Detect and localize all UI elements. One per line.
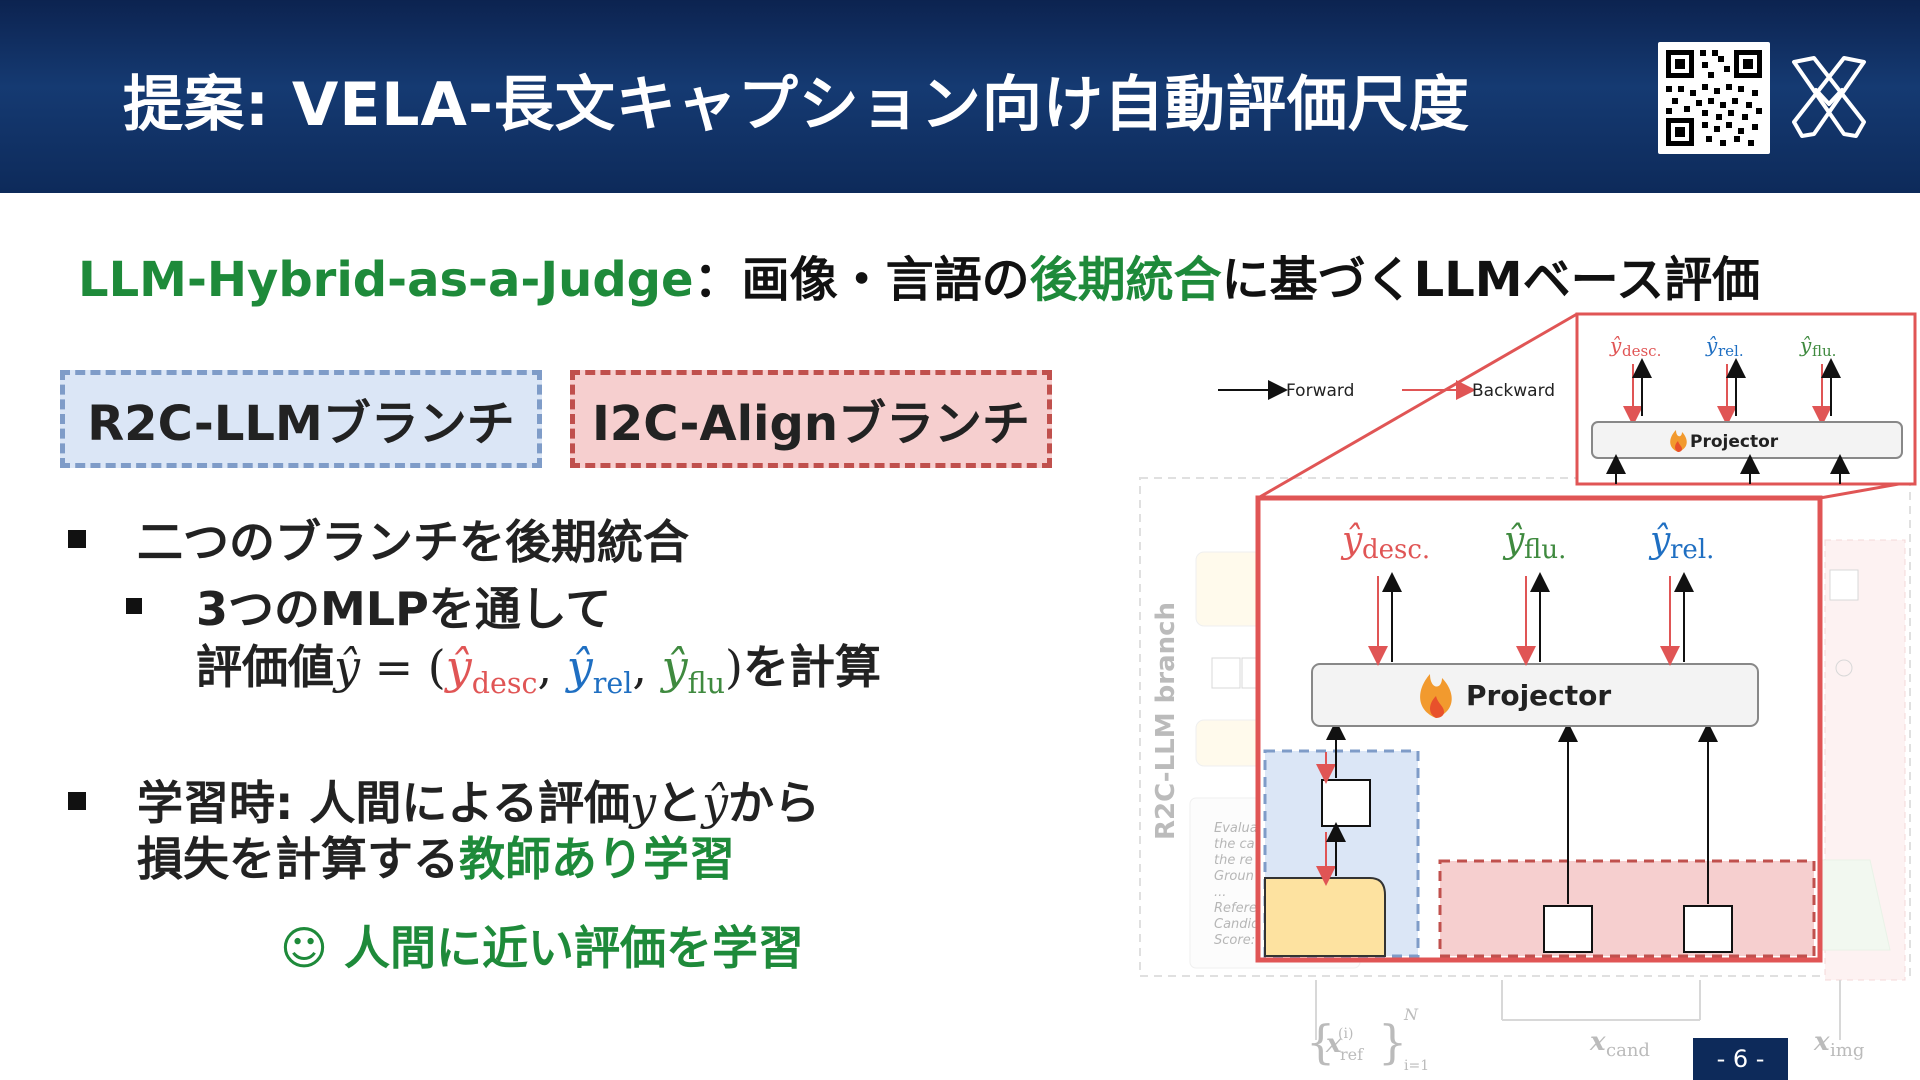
prompt-line: the re bbox=[1214, 853, 1253, 868]
x-ref-i: i=1 bbox=[1404, 1058, 1429, 1074]
x-img-sub: img bbox=[1830, 1040, 1864, 1061]
zoom-llm-block bbox=[1264, 877, 1386, 957]
bullet-training-line2: 損失を計算する教師あり学習 bbox=[137, 823, 735, 889]
qr-code-icon[interactable] bbox=[1658, 42, 1770, 154]
zoom-line bbox=[1257, 312, 1578, 500]
prompt-line: the ca bbox=[1214, 837, 1255, 852]
x-cand-sub: cand bbox=[1606, 1040, 1650, 1061]
method-name: LLM-Hybrid-as-a-Judge bbox=[78, 252, 694, 308]
y-flu-symbol: ŷ bbox=[1502, 520, 1525, 561]
i2c-align-branch-box: I2C-Alignブランチ bbox=[570, 370, 1052, 468]
i2c-align-branch-label: I2C-Alignブランチ bbox=[591, 396, 1031, 452]
training-and: と bbox=[656, 776, 703, 830]
prompt-line: Groun bbox=[1214, 869, 1254, 884]
conclusion-human-like: ☺ 人間に近い評価を学習 bbox=[280, 921, 804, 975]
training-loss-text: 損失を計算する bbox=[137, 832, 459, 886]
formula-sub-desc: desc bbox=[471, 667, 538, 701]
bullet-square-icon bbox=[126, 598, 142, 614]
formula-eq: = ( bbox=[360, 640, 446, 694]
x-ref-sub: ref bbox=[1340, 1045, 1364, 1064]
forward-label: Forward bbox=[1286, 381, 1354, 401]
zoom-i2c-region bbox=[1438, 859, 1816, 958]
formula-y-rel: ŷ bbox=[566, 640, 593, 694]
page-number: - 6 - bbox=[1693, 1038, 1788, 1080]
inset-y-flu-sub: flu. bbox=[1812, 342, 1836, 360]
bullet-training: 学習時: 人間による評価yとŷから bbox=[137, 767, 820, 833]
x-ref-brace-left: { bbox=[1306, 1015, 1335, 1069]
crossed-tools-logo-icon bbox=[1786, 52, 1872, 144]
x-ref-brace-right: } bbox=[1378, 1015, 1407, 1069]
x-ref-sup: (i) bbox=[1338, 1026, 1353, 1042]
zoom-align-box bbox=[1543, 905, 1593, 953]
training-yhat: ŷ bbox=[702, 776, 729, 830]
formula-sep: , bbox=[632, 640, 662, 694]
subtitle-colon: ：画像・言語の bbox=[693, 252, 1030, 308]
training-text: 学習時: 人間による評価 bbox=[137, 776, 631, 830]
y-rel-sub: rel. bbox=[1670, 535, 1714, 565]
bullet-late-fusion: 二つのブランチを後期統合 bbox=[137, 515, 689, 569]
formula-sub-rel: rel bbox=[592, 667, 633, 701]
formula-sep: , bbox=[537, 640, 567, 694]
training-y: y bbox=[630, 776, 657, 830]
y-flu-sub: flu. bbox=[1524, 535, 1566, 565]
zoom-mlp-box bbox=[1321, 779, 1371, 827]
formula-y-flu: ŷ bbox=[661, 640, 688, 694]
prompt-line: Refere bbox=[1214, 901, 1257, 916]
bg-mlp-box bbox=[1211, 657, 1241, 689]
inset-y-rel-symbol: ŷ bbox=[1705, 333, 1718, 357]
bullet-mlp: 3つのMLPを通して bbox=[196, 582, 612, 636]
background-frame bbox=[1139, 477, 1911, 977]
formula-sub-flu: flu bbox=[687, 667, 725, 701]
projector-label: Projector bbox=[1466, 679, 1611, 712]
inset-y-flu-symbol: ŷ bbox=[1799, 333, 1812, 357]
y-rel-symbol: ŷ bbox=[1648, 520, 1671, 561]
inset-y-desc-sub: desc. bbox=[1622, 342, 1661, 360]
bullet-square-icon bbox=[68, 530, 86, 548]
r2c-llm-branch-box: R2C-LLMブランチ bbox=[60, 370, 542, 468]
zoom-align-box bbox=[1683, 905, 1733, 953]
prompt-line: Score: bbox=[1214, 933, 1255, 948]
x-ref-symbol: x bbox=[1325, 1029, 1342, 1059]
formula-suffix: を計算 bbox=[742, 640, 881, 694]
x-img-symbol: x bbox=[1813, 1027, 1830, 1057]
formula-y-desc: ŷ bbox=[445, 640, 472, 694]
x-ref-N: N bbox=[1403, 1005, 1419, 1024]
inset-projector-label: Projector bbox=[1690, 432, 1779, 452]
prompt-line: ... bbox=[1214, 885, 1226, 900]
flame-icon bbox=[1420, 674, 1452, 718]
late-fusion-term: 後期統合 bbox=[1029, 252, 1222, 308]
prompt-line: Candid bbox=[1214, 917, 1260, 932]
supervised-learning-term: 教師あり学習 bbox=[459, 832, 735, 886]
subtitle: LLM-Hybrid-as-a-Judge：画像・言語の後期統合に基づくLLMベ… bbox=[78, 240, 1760, 310]
y-desc-sub: desc. bbox=[1362, 535, 1430, 565]
subtitle-rest: に基づくLLMベース評価 bbox=[1221, 252, 1761, 308]
r2c-llm-branch-vertical-label: R2C-LLM branch bbox=[1151, 602, 1181, 840]
inset-flame-icon bbox=[1670, 430, 1687, 452]
prompt-line: Evalua bbox=[1214, 821, 1258, 836]
y-desc-symbol: ŷ bbox=[1340, 520, 1363, 561]
formula-prefix: 評価値 bbox=[196, 640, 334, 694]
backward-label: Backward bbox=[1472, 381, 1555, 401]
slide-title: 提案: VELA-長文キャプション向け自動評価尺度 bbox=[123, 70, 1470, 140]
bg-i2c-region bbox=[1824, 539, 1906, 981]
architecture-diagram: Evalua the ca the re Groun ... Refere Ca… bbox=[1139, 312, 1917, 1074]
formula-close: ) bbox=[725, 640, 743, 694]
inset-y-desc-symbol: ŷ bbox=[1609, 333, 1622, 357]
bullet-eval-formula: 評価値ŷ = (ŷdesc, ŷrel, ŷflu)を計算 bbox=[196, 631, 881, 700]
formula-yhat: ŷ bbox=[334, 640, 360, 694]
training-from: から bbox=[728, 776, 821, 830]
header-bar: 提案: VELA-長文キャプション向け自動評価尺度 bbox=[0, 0, 1920, 193]
bullet-square-icon bbox=[68, 792, 86, 810]
r2c-llm-branch-label: R2C-LLMブランチ bbox=[87, 396, 515, 452]
x-cand-symbol: x bbox=[1589, 1027, 1606, 1057]
inset-y-rel-sub: rel. bbox=[1718, 342, 1744, 360]
